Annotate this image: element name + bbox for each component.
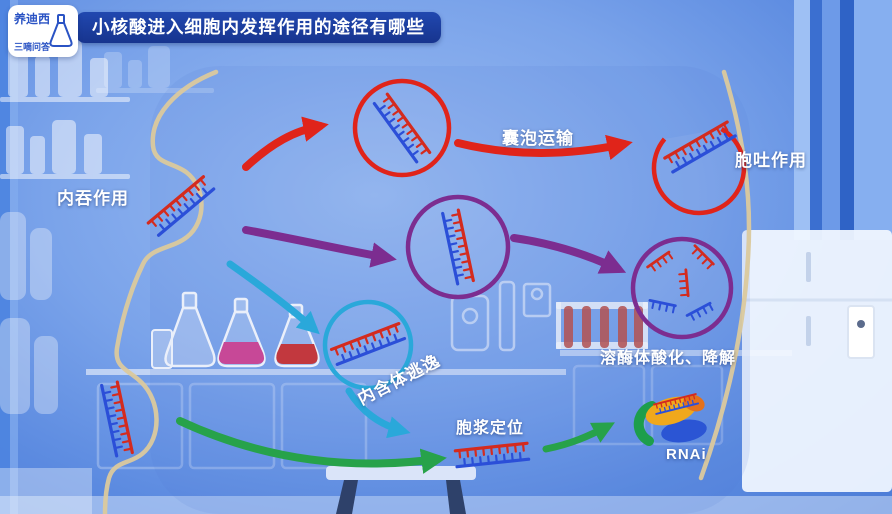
arrow-endosome-escape [345, 387, 411, 439]
flask-icon [49, 14, 73, 47]
right-edge-stripes [794, 0, 892, 240]
left-edge-stripes [0, 0, 18, 514]
risc-orange-lobe [683, 394, 705, 412]
logo-line1: 养迪西 [14, 12, 51, 26]
label-endocytosis: 内吞作用 [57, 189, 129, 208]
arrow-to-cytoplasm [176, 417, 447, 474]
escape-vesicle-cyan [322, 299, 414, 391]
arrow-vesicle-transport [454, 134, 633, 160]
bench-top-right [560, 350, 792, 356]
arrow-endosome-to-lysosome [510, 234, 627, 274]
rnai-complex [633, 393, 707, 446]
large-bottles [0, 212, 58, 414]
exocytosis-vesicle-red [651, 127, 747, 216]
risc-blue-lobe [661, 419, 707, 443]
arrow-to-escape-vesicle [226, 260, 320, 335]
flask-empty [164, 291, 216, 368]
bench-top-left [86, 369, 566, 375]
test-tube-rack [556, 302, 648, 349]
arrow-to-rnai [542, 422, 615, 453]
cell-interior [150, 66, 750, 514]
arrow-endocytosis-to-vesicle [242, 116, 329, 171]
page-title: 小核酸进入细胞内发挥作用的途径有哪些 [76, 12, 441, 43]
label-vesicle-transport: 囊泡运输 [502, 129, 574, 148]
label-exocytosis: 胞吐作用 [735, 151, 807, 170]
pathway-arrows [176, 116, 633, 474]
rna-bottom-pocket [100, 380, 134, 458]
logo-line2: 三嘀问答 [14, 42, 51, 52]
logo-badge: 养迪西 三嘀问答 [8, 5, 78, 57]
bottom-left-cabinet [0, 468, 92, 514]
floor [0, 496, 892, 514]
label-rnai: RNAi [666, 446, 707, 463]
label-lysosome-degradation: 溶酶体酸化、降解 [600, 350, 737, 367]
cabinet [742, 230, 892, 492]
flask-pink [217, 297, 266, 368]
risc-green-crescent [633, 401, 657, 446]
label-cytoplasm-localization: 胞浆定位 [456, 420, 525, 437]
lab-instruments [450, 280, 552, 352]
arrow-to-endosome [242, 226, 397, 268]
cell-membrane [102, 69, 752, 514]
